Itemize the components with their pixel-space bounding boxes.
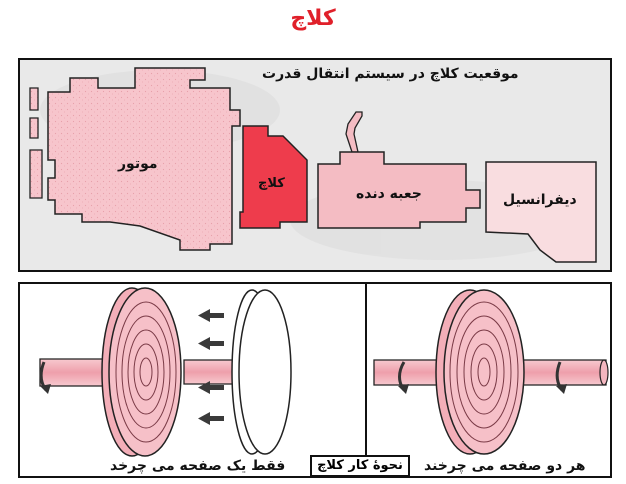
left-arrow-icon bbox=[198, 381, 224, 394]
powertrain-heading: موقعیت کلاچ در سیستم انتقال قدرت bbox=[262, 66, 519, 82]
differential-shape bbox=[485, 161, 597, 263]
left-arrow-icon bbox=[198, 412, 224, 425]
clutch-operation-caption: نحوهٔ کار کلاچ bbox=[310, 455, 410, 477]
clutch-shape bbox=[239, 125, 308, 229]
spinning-disc-left bbox=[101, 287, 182, 457]
panel-divider bbox=[365, 282, 367, 455]
left-caption: فقط یک صفحه می چرخد bbox=[110, 458, 286, 474]
rotation-arrow-far-right-icon bbox=[555, 361, 567, 394]
engine-shape bbox=[29, 67, 241, 251]
engine-label: موتور bbox=[118, 156, 158, 172]
gearbox-shape bbox=[317, 111, 481, 229]
page-title: کلاچ bbox=[290, 6, 336, 31]
left-arrow-icon bbox=[198, 309, 224, 322]
stationary-plate bbox=[231, 289, 292, 455]
right-caption: هر دو صفحه می چرخند bbox=[424, 458, 586, 474]
spinning-disc-right bbox=[435, 289, 525, 455]
gearbox-label: جعبه دنده bbox=[356, 186, 422, 202]
rotation-arrow-left-icon bbox=[39, 361, 51, 394]
center-caption: نحوهٔ کار کلاچ bbox=[317, 458, 403, 473]
left-arrow-icon bbox=[198, 337, 224, 350]
motion-arrows bbox=[198, 309, 224, 425]
differential-label: دیفرانسیل bbox=[503, 192, 577, 208]
rotation-arrow-right-icon bbox=[398, 361, 409, 394]
clutch-label: کلاچ bbox=[258, 176, 285, 191]
